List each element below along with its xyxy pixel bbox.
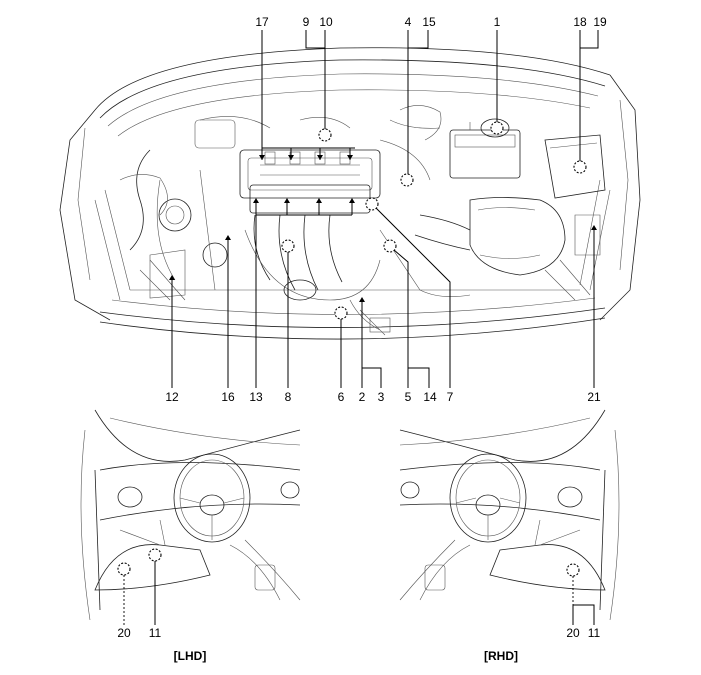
callout-1: 1 (494, 15, 501, 29)
callout-20-lhd: 20 (117, 626, 131, 640)
callout-16: 16 (221, 390, 235, 404)
interior-rhd-illustration (399, 409, 620, 621)
callout-12: 12 (165, 390, 179, 404)
callout-13: 13 (249, 390, 263, 404)
callout-20-rhd: 20 (566, 626, 580, 640)
interior-lhd-illustration (80, 409, 301, 621)
marker-20-11-rhd (566, 563, 580, 577)
marker-4-15 (400, 173, 414, 187)
callout-8: 8 (285, 390, 292, 404)
marker-6 (334, 306, 348, 320)
callout-3: 3 (378, 390, 385, 404)
callout-15: 15 (422, 15, 436, 29)
callout-2: 2 (359, 390, 366, 404)
marker-7 (365, 197, 379, 211)
callout-11-lhd: 11 (149, 626, 162, 640)
location-markers (117, 121, 587, 577)
callout-7: 7 (447, 390, 454, 404)
callout-11-rhd: 11 (588, 626, 601, 640)
callout-labels: 17 9 10 4 15 1 18 19 12 16 13 8 6 2 3 5 … (117, 15, 607, 663)
leader-lines (123, 30, 599, 625)
callout-6: 6 (338, 390, 345, 404)
callout-4: 4 (405, 15, 412, 29)
caption-rhd: [RHD] (484, 649, 518, 663)
marker-18-19 (573, 160, 587, 174)
callout-18: 18 (573, 15, 587, 29)
engine-bay-illustration (59, 47, 641, 340)
callout-9: 9 (303, 15, 310, 29)
callout-5: 5 (405, 390, 412, 404)
callout-17: 17 (255, 15, 269, 29)
marker-1 (490, 121, 504, 135)
caption-lhd: [LHD] (174, 649, 207, 663)
callout-21: 21 (587, 390, 601, 404)
marker-9-10 (318, 128, 332, 142)
callout-14: 14 (423, 390, 437, 404)
marker-5-14 (383, 239, 397, 253)
callout-10: 10 (319, 15, 333, 29)
marker-20-lhd (117, 562, 131, 576)
marker-11-lhd (148, 548, 162, 562)
marker-8 (281, 239, 295, 253)
callout-19: 19 (593, 15, 607, 29)
